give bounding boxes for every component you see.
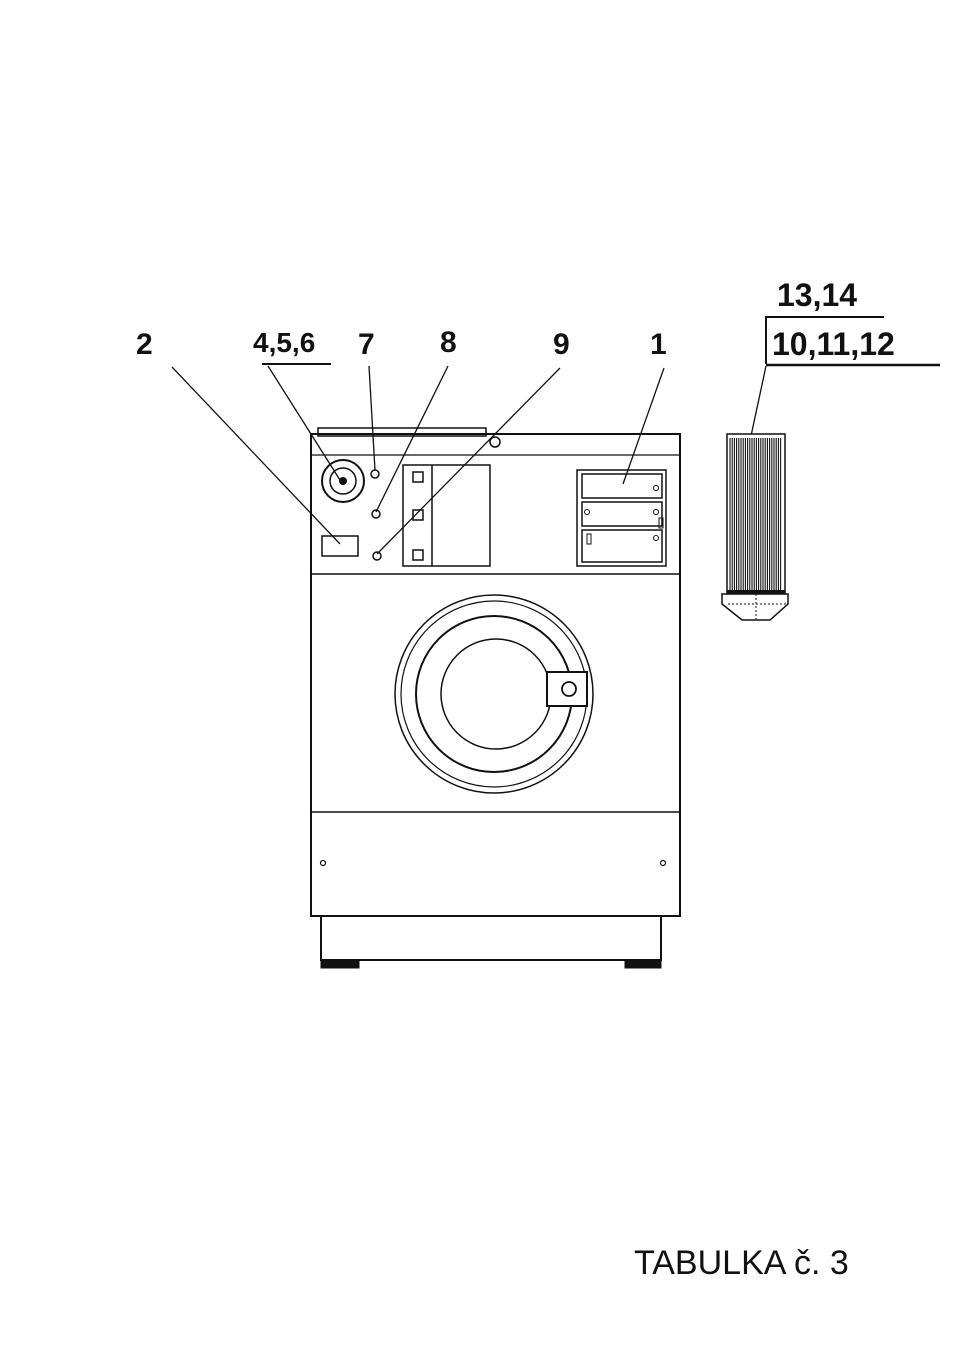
bracket-13-14 [765,316,884,364]
leader-10-11-12 [750,365,767,437]
display-window [321,535,359,557]
callout-2: 2 [136,328,153,361]
callout-10-11-12: 10,11,12 [772,326,895,362]
leader-8 [375,365,449,513]
lamp-9-icon [372,551,382,561]
plinth [320,915,662,961]
compartment-block [576,469,667,567]
leader-lines [171,365,767,555]
lamp-8-icon [371,509,381,519]
program-dial-icon [321,459,365,503]
door-glass [440,638,552,750]
door-frame [394,594,594,794]
foot-left [320,959,360,969]
callout-4-5-6: 4,5,6 [253,327,315,358]
callout-7: 7 [358,328,375,361]
button-icon [412,471,424,483]
cabinet [310,433,681,917]
leader-9 [376,367,561,555]
screw-icon [319,859,327,867]
door-handle [546,671,588,707]
callout-8: 8 [440,326,457,359]
callout-13-14: 13,14 [777,277,857,313]
leader-7 [368,365,376,471]
button-panel [402,464,491,567]
leader-1 [622,367,665,485]
lamp-7-icon [370,469,380,479]
washing-machine [310,427,681,969]
leader-4-5-6 [267,365,341,481]
table-caption: TABULKA č. 3 [634,1244,849,1282]
top-indicator-icon [489,436,501,448]
callout-1: 1 [650,328,667,361]
door-lock-icon [561,681,577,697]
button-icon [412,509,424,521]
foot-right [624,959,662,969]
callout-9: 9 [553,328,570,361]
filter-cartridge [721,433,789,621]
button-icon [412,549,424,561]
screw-icon [659,859,667,867]
